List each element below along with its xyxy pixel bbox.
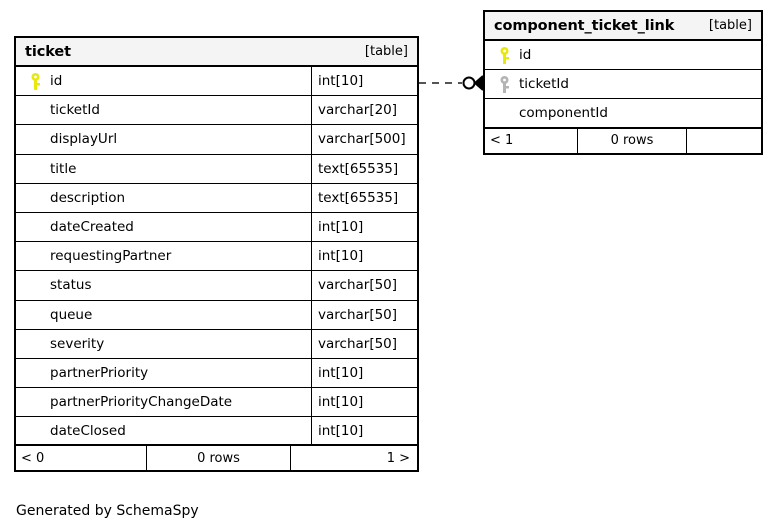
column-name-label: dateClosed	[50, 422, 126, 439]
table-component-ticket-link-footer-rowcount: 0 rows	[577, 128, 687, 153]
column-name-label: requestingPartner	[50, 248, 172, 265]
column-name-cell: id	[16, 67, 311, 95]
column-name-label: dateCreated	[50, 219, 134, 236]
table-row[interactable]: id	[485, 41, 761, 71]
table-component-ticket-link-footer-next[interactable]	[687, 129, 761, 153]
column-name-cell: ticketId	[485, 70, 761, 98]
generated-by-caption: Generated by SchemaSpy	[16, 503, 199, 519]
table-row[interactable]: description text[65535]	[16, 183, 417, 213]
column-name-label: ticketId	[519, 76, 569, 93]
table-row[interactable]: componentId	[485, 99, 761, 129]
column-name-label: title	[50, 160, 77, 177]
column-name-cell: requestingPartner	[16, 242, 311, 270]
column-name-label: id	[50, 73, 63, 90]
column-name-cell: dateClosed	[16, 417, 311, 444]
table-row[interactable]: status varchar[50]	[16, 271, 417, 301]
column-type-cell: int[10]	[311, 417, 417, 445]
column-name-label: componentId	[519, 104, 608, 121]
table-ticket-footer-rowcount: 0 rows	[146, 446, 291, 471]
table-row[interactable]: ticketId varchar[20]	[16, 96, 417, 126]
column-name-label: severity	[50, 335, 105, 352]
table-row[interactable]: displayUrl varchar[500]	[16, 125, 417, 155]
column-name-cell: queue	[16, 301, 311, 329]
column-type-cell: int[10]	[311, 67, 417, 96]
column-name-cell: status	[16, 271, 311, 299]
table-ticket[interactable]: ticket [table] id int[10] ticketId varchar[…	[14, 36, 419, 473]
column-type-cell: text[65535]	[311, 154, 417, 183]
column-type-cell: int[10]	[311, 212, 417, 242]
column-name-cell: title	[16, 155, 311, 183]
table-ticket-kind: [table]	[364, 44, 408, 59]
table-component-ticket-link-title: component_ticket_link	[494, 17, 675, 34]
column-type-cell: int[10]	[311, 242, 417, 271]
table-row[interactable]: partnerPriority int[10]	[16, 358, 417, 389]
table-component-ticket-link-footer-prev[interactable]: < 1	[490, 133, 514, 149]
cardinality-many-marker	[474, 75, 484, 91]
column-type-cell: varchar[50]	[311, 300, 417, 329]
table-row[interactable]: dateCreated int[10]	[16, 212, 417, 243]
table-ticket-columns: id int[10] ticketId varchar[20] displayUrl va…	[16, 67, 417, 447]
table-row[interactable]: requestingPartner int[10]	[16, 242, 417, 272]
column-type-cell: varchar[50]	[311, 271, 417, 300]
column-type-cell: varchar[20]	[311, 96, 417, 125]
table-component-ticket-link-columns: id ticketId componentId	[485, 41, 761, 129]
column-name-label: id	[519, 47, 532, 64]
column-name-cell: description	[16, 184, 311, 212]
table-component-ticket-link-footer: < 1 0 rows	[485, 128, 761, 153]
column-type-cell: int[10]	[311, 358, 417, 388]
table-ticket-header: ticket [table]	[16, 38, 417, 67]
column-name-cell: componentId	[485, 99, 761, 126]
table-ticket-footer: < 0 0 rows 1 >	[16, 446, 417, 471]
column-name-cell: severity	[16, 330, 311, 358]
column-name-label: ticketId	[50, 102, 100, 119]
crowsfoot-fill	[475, 76, 483, 90]
table-component-ticket-link-header: component_ticket_link [table]	[485, 12, 761, 41]
table-row[interactable]: title text[65535]	[16, 154, 417, 184]
primary-key-icon	[500, 46, 509, 64]
table-ticket-footer-next[interactable]: 1 >	[386, 450, 410, 466]
column-name-cell: partnerPriority	[16, 359, 311, 387]
column-name-cell: dateCreated	[16, 213, 311, 241]
key-indicator-slot	[24, 72, 46, 90]
column-type-cell: varchar[500]	[311, 125, 417, 154]
column-name-cell: ticketId	[16, 96, 311, 124]
column-type-cell: text[65535]	[311, 183, 417, 212]
column-name-cell: id	[485, 41, 761, 69]
table-component-ticket-link[interactable]: component_ticket_link [table] id ticketId…	[483, 10, 763, 155]
column-name-label: description	[50, 189, 126, 206]
key-indicator-slot	[493, 75, 515, 93]
column-name-cell: displayUrl	[16, 125, 311, 153]
table-row[interactable]: ticketId	[485, 70, 761, 100]
column-name-cell: partnerPriorityChangeDate	[16, 388, 311, 416]
foreign-key-icon	[500, 75, 509, 93]
column-name-label: displayUrl	[50, 131, 118, 148]
table-ticket-title: ticket	[25, 43, 71, 60]
table-component-ticket-link-kind: [table]	[708, 18, 752, 33]
column-name-label: partnerPriorityChangeDate	[50, 394, 233, 411]
table-row[interactable]: partnerPriorityChangeDate int[10]	[16, 388, 417, 418]
cardinality-zero-marker	[462, 76, 476, 90]
table-row[interactable]: queue varchar[50]	[16, 300, 417, 330]
key-indicator-slot	[493, 46, 515, 64]
column-type-cell: int[10]	[311, 388, 417, 417]
table-row[interactable]: severity varchar[50]	[16, 329, 417, 359]
column-type-cell: varchar[50]	[311, 329, 417, 358]
column-name-label: status	[50, 277, 92, 294]
table-row[interactable]: id int[10]	[16, 67, 417, 97]
column-name-label: partnerPriority	[50, 364, 149, 381]
column-name-label: queue	[50, 306, 93, 323]
primary-key-icon	[31, 72, 40, 90]
table-ticket-footer-prev[interactable]: < 0	[21, 450, 45, 466]
table-row[interactable]: dateClosed int[10]	[16, 417, 417, 447]
